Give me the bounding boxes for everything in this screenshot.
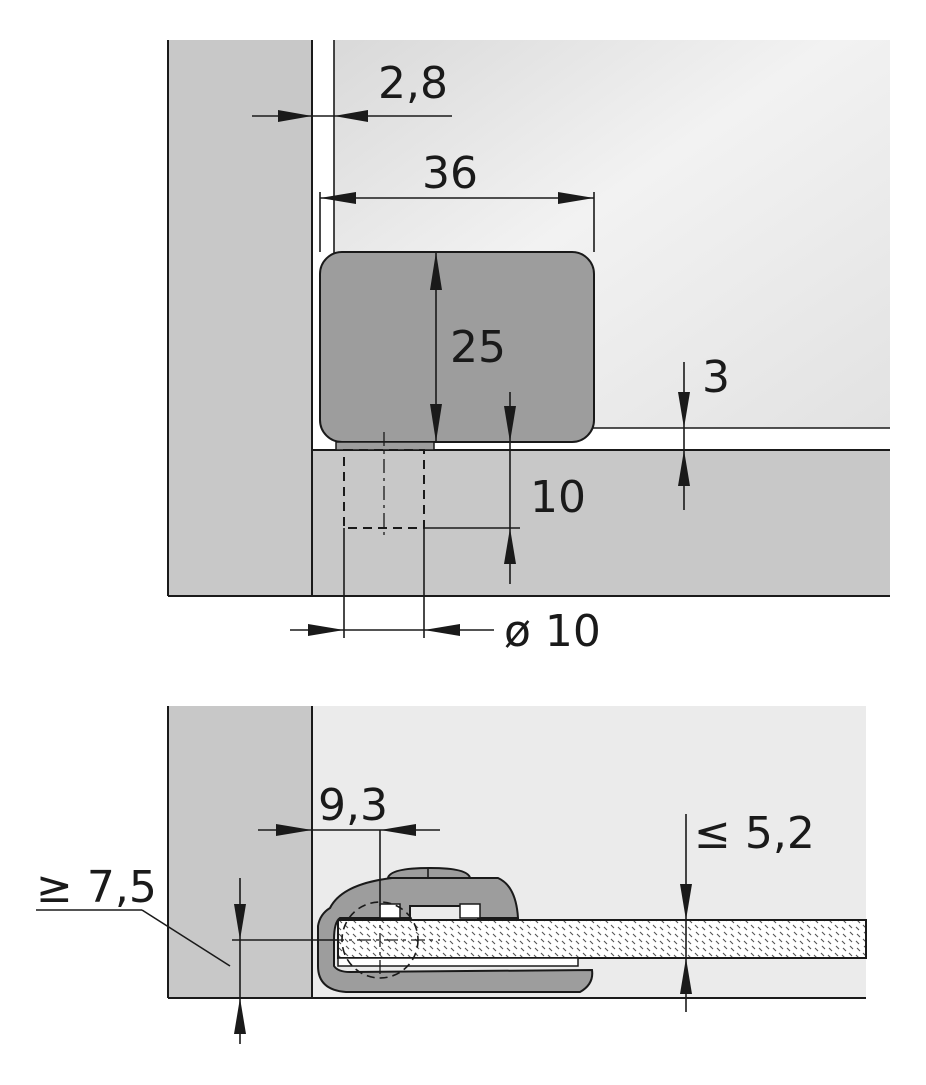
- dim-36: 36: [319, 148, 595, 252]
- dim-9-3: 9,3: [258, 780, 440, 906]
- dim-3: 3: [678, 352, 730, 510]
- dim-min-7-5: ≥ 7,5: [36, 862, 338, 1044]
- clip-slot-2: [459, 903, 481, 919]
- clip-body: [319, 251, 595, 443]
- dim-36-label: 36: [422, 148, 478, 199]
- side-panel: [168, 40, 312, 596]
- clip-inner-lip: [337, 957, 579, 967]
- bottom-panel: [312, 450, 890, 596]
- dim-diameter-10: ø 10: [290, 528, 601, 657]
- top-view: 2,8 36 25 3: [167, 40, 890, 657]
- dim-9-3-label: 9,3: [318, 780, 388, 831]
- dim-10-label: 10: [530, 472, 586, 523]
- clip-screw-head: [386, 866, 472, 879]
- dim-10: 10: [424, 392, 586, 584]
- dim-diameter-10-label: ø 10: [504, 606, 601, 657]
- dim-2-8-label: 2,8: [378, 58, 448, 109]
- dim-max-5-2: ≤ 5,2: [680, 808, 815, 1012]
- glass-shelf: [337, 919, 867, 959]
- dim-2-8: 2,8: [252, 58, 452, 122]
- dim-25: 25: [430, 252, 506, 442]
- clip-base-plate: [335, 441, 435, 451]
- dim-25-label: 25: [450, 322, 506, 373]
- dim-max-5-2-label: ≤ 5,2: [694, 808, 815, 859]
- bottom-view: 9,3 ≤ 5,2 ≥ 7,5: [36, 706, 867, 1044]
- dowel-hole: [343, 449, 425, 529]
- dim-min-7-5-label: ≥ 7,5: [36, 862, 157, 913]
- dim-3-label: 3: [702, 352, 730, 403]
